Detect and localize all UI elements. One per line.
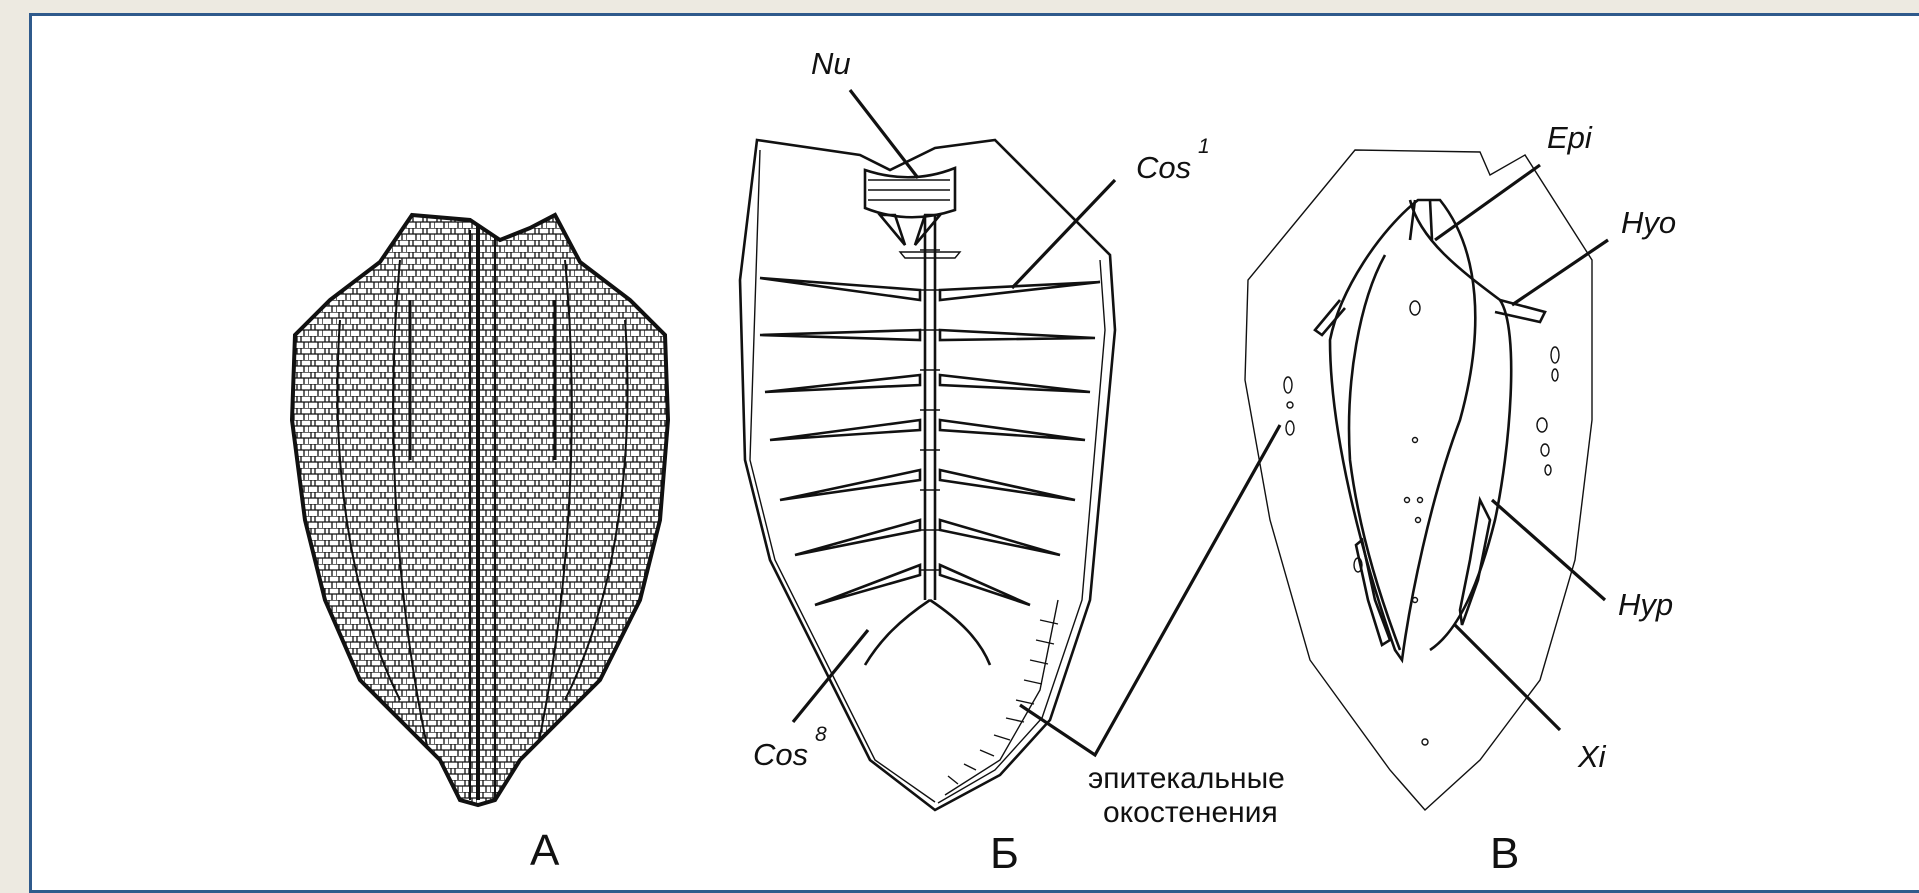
xi-leader bbox=[1455, 625, 1560, 730]
label-hyo: Hyo bbox=[1621, 205, 1676, 240]
label-epi: Epi bbox=[1547, 120, 1593, 155]
panel-label-c: В bbox=[1490, 829, 1519, 870]
label-cos1-superscript: 1 bbox=[1198, 135, 1210, 158]
panel-label-a: А bbox=[530, 826, 560, 870]
nu-leader bbox=[850, 90, 918, 178]
label-cos8: Cos bbox=[753, 737, 808, 772]
hyo-leader bbox=[1512, 240, 1608, 305]
hyp-leader bbox=[1492, 500, 1605, 600]
cos8-leader bbox=[793, 630, 868, 722]
label-epithecal-line2: окостенения bbox=[1103, 796, 1278, 829]
carapace-drawing bbox=[292, 215, 668, 805]
epi-leader bbox=[1435, 165, 1540, 240]
label-xi: Xi bbox=[1577, 739, 1607, 774]
cos1-leader bbox=[1012, 180, 1115, 288]
label-cos8-superscript: 8 bbox=[815, 723, 827, 746]
label-hyp: Hyp bbox=[1618, 587, 1673, 622]
label-cos1: Cos bbox=[1136, 150, 1191, 185]
epithecal-leader bbox=[1020, 425, 1280, 755]
turtle-shell-figure: Nu Cos 1 Cos 8 эпитекальные окостенения … bbox=[0, 0, 1919, 870]
label-epithecal-line1: эпитекальные bbox=[1088, 762, 1285, 795]
panel-label-b: Б bbox=[990, 829, 1019, 870]
label-nu: Nu bbox=[811, 46, 851, 81]
